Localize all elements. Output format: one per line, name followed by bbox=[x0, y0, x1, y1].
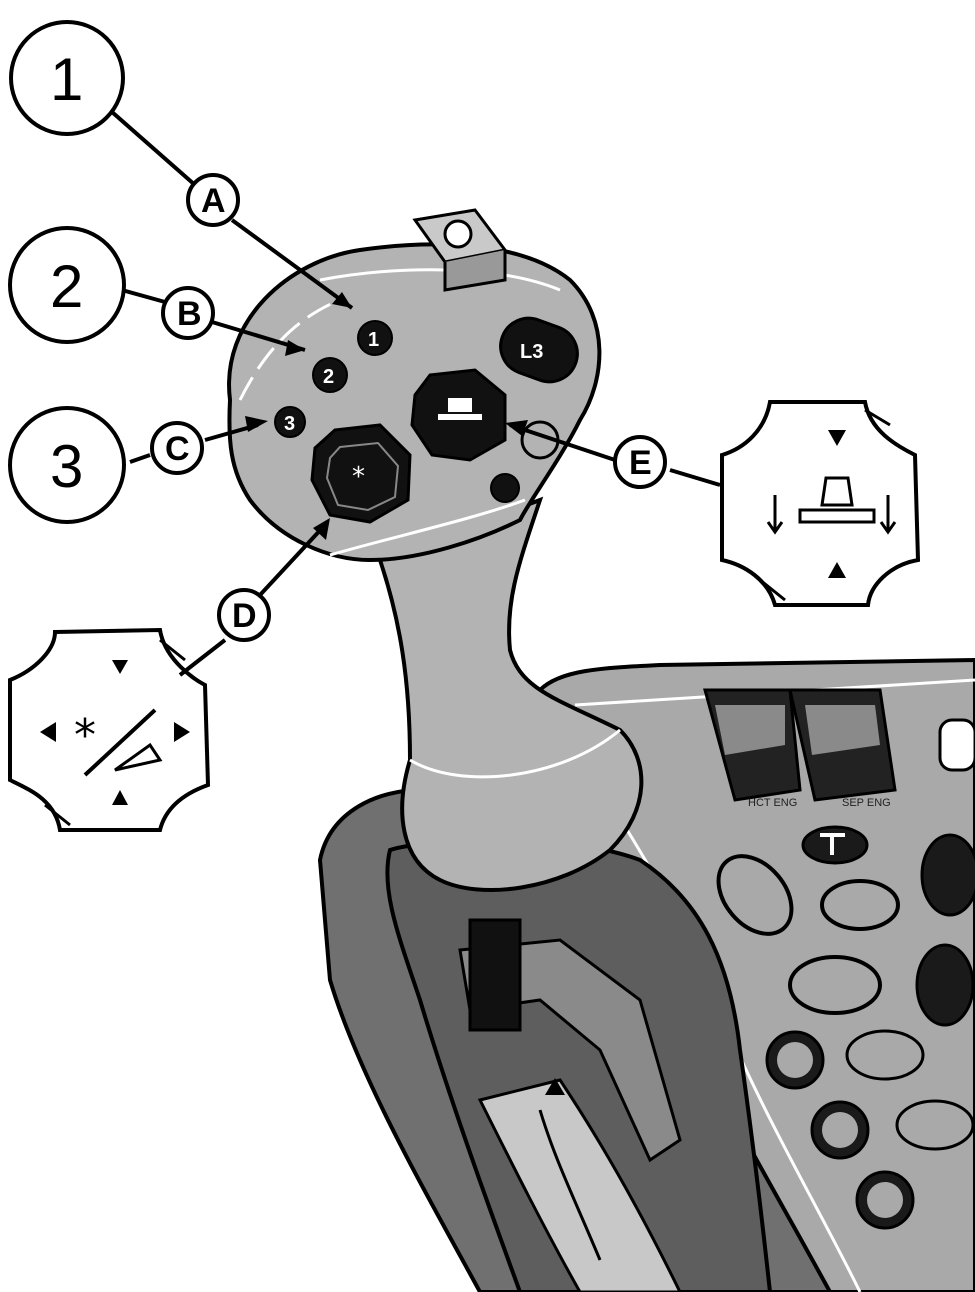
svg-text:L3: L3 bbox=[520, 341, 543, 363]
lever-handle[interactable]: 1 2 3 * L3 bbox=[227, 208, 644, 892]
handle-button-3[interactable]: 3 bbox=[274, 406, 306, 438]
engine-rocker-switches[interactable] bbox=[703, 688, 975, 802]
header-height-button[interactable] bbox=[410, 368, 507, 462]
callout-3: 3 bbox=[8, 406, 126, 524]
shift-button[interactable]: L3 bbox=[493, 310, 585, 389]
hct-eng-label: HCT ENG bbox=[748, 797, 797, 809]
label-d: D bbox=[217, 588, 271, 642]
svg-text:1: 1 bbox=[50, 46, 83, 113]
svg-text:1: 1 bbox=[368, 329, 379, 351]
handle-button-1[interactable]: 1 bbox=[357, 320, 393, 356]
svg-text:B: B bbox=[177, 295, 202, 333]
callout-2: 2 bbox=[8, 226, 126, 344]
svg-text:2: 2 bbox=[323, 366, 334, 388]
svg-text:*: * bbox=[74, 710, 96, 761]
svg-text:D: D bbox=[232, 597, 257, 635]
label-c: C bbox=[150, 421, 204, 475]
handle-button-2[interactable]: 2 bbox=[312, 357, 348, 393]
svg-text:*: * bbox=[352, 462, 365, 492]
svg-text:E: E bbox=[629, 444, 652, 482]
arrow-heads bbox=[245, 292, 528, 540]
inset-header-symbol bbox=[720, 400, 921, 607]
svg-text:A: A bbox=[201, 182, 226, 220]
svg-text:3: 3 bbox=[50, 433, 83, 500]
label-a: A bbox=[186, 173, 240, 227]
callout-1: 1 bbox=[9, 20, 125, 136]
panel-buttons[interactable] bbox=[704, 825, 975, 1230]
reel-position-button[interactable]: * bbox=[310, 423, 412, 524]
small-dark-button[interactable] bbox=[490, 473, 520, 503]
sep-eng-label: SEP ENG bbox=[842, 797, 891, 809]
svg-text:3: 3 bbox=[284, 413, 295, 435]
svg-text:2: 2 bbox=[50, 253, 83, 320]
travel-direction-icon bbox=[538, 1109, 602, 1261]
svg-text:C: C bbox=[165, 430, 190, 468]
inset-reel-symbol: * bbox=[8, 627, 211, 832]
label-e: E bbox=[613, 435, 667, 489]
label-b: B bbox=[161, 286, 215, 340]
